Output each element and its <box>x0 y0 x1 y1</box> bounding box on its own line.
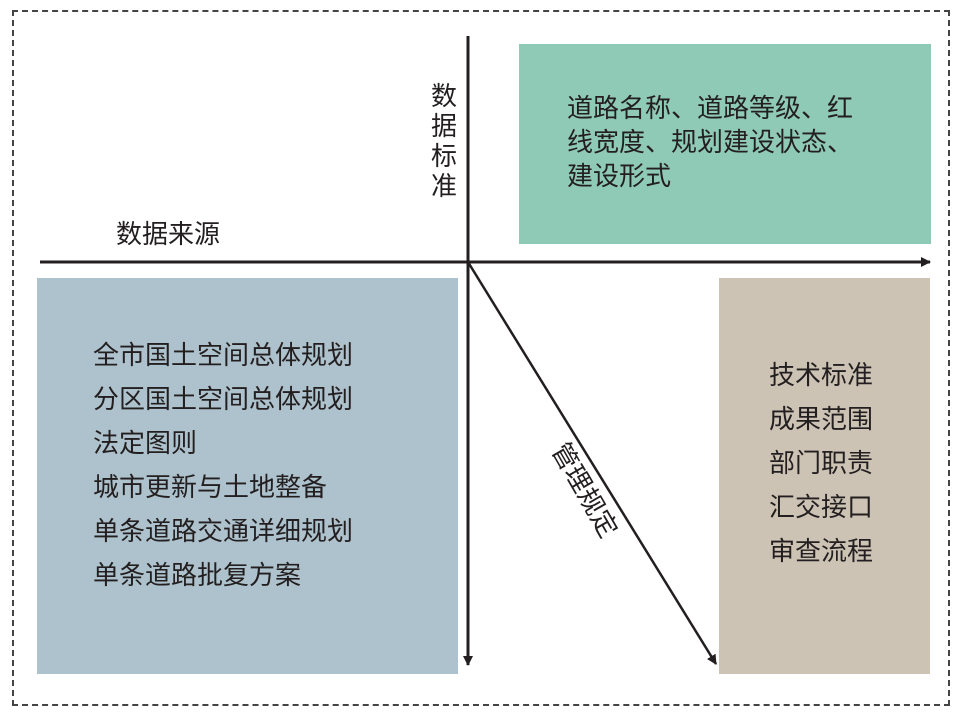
data-standard-line: 线宽度、规划建设状态、 <box>567 128 854 158</box>
data-source-item: 全市国土空间总体规划 <box>93 341 354 371</box>
x-axis-label: 数据来源 <box>116 220 221 250</box>
diagonal-arrow <box>466 261 718 665</box>
data-source-box: 全市国土空间总体规划 分区国土空间总体规划 法定图则 城市更新与土地整备 单条道… <box>37 278 458 674</box>
data-standard-box: 道路名称、道路等级、红 线宽度、规划建设状态、 建设形式 <box>519 44 931 244</box>
management-item: 部门职责 <box>769 449 874 479</box>
y-axis-label: 数据标准 <box>431 82 458 202</box>
management-item: 审查流程 <box>769 537 874 567</box>
management-item: 技术标准 <box>769 361 874 391</box>
data-standard-line: 道路名称、道路等级、红 <box>567 94 854 124</box>
management-item: 汇交接口 <box>769 493 874 523</box>
data-standard-line: 建设形式 <box>567 162 672 192</box>
data-source-item: 城市更新与土地整备 <box>93 473 328 503</box>
dashed-frame <box>12 10 950 706</box>
management-item: 成果范围 <box>769 405 874 435</box>
data-source-item: 单条道路交通详细规划 <box>93 517 354 547</box>
data-source-item: 法定图则 <box>93 429 198 459</box>
management-box: 技术标准 成果范围 部门职责 汇交接口 审查流程 <box>719 278 930 674</box>
data-source-item: 分区国土空间总体规划 <box>93 385 354 415</box>
data-source-item: 单条道路批复方案 <box>93 561 302 591</box>
